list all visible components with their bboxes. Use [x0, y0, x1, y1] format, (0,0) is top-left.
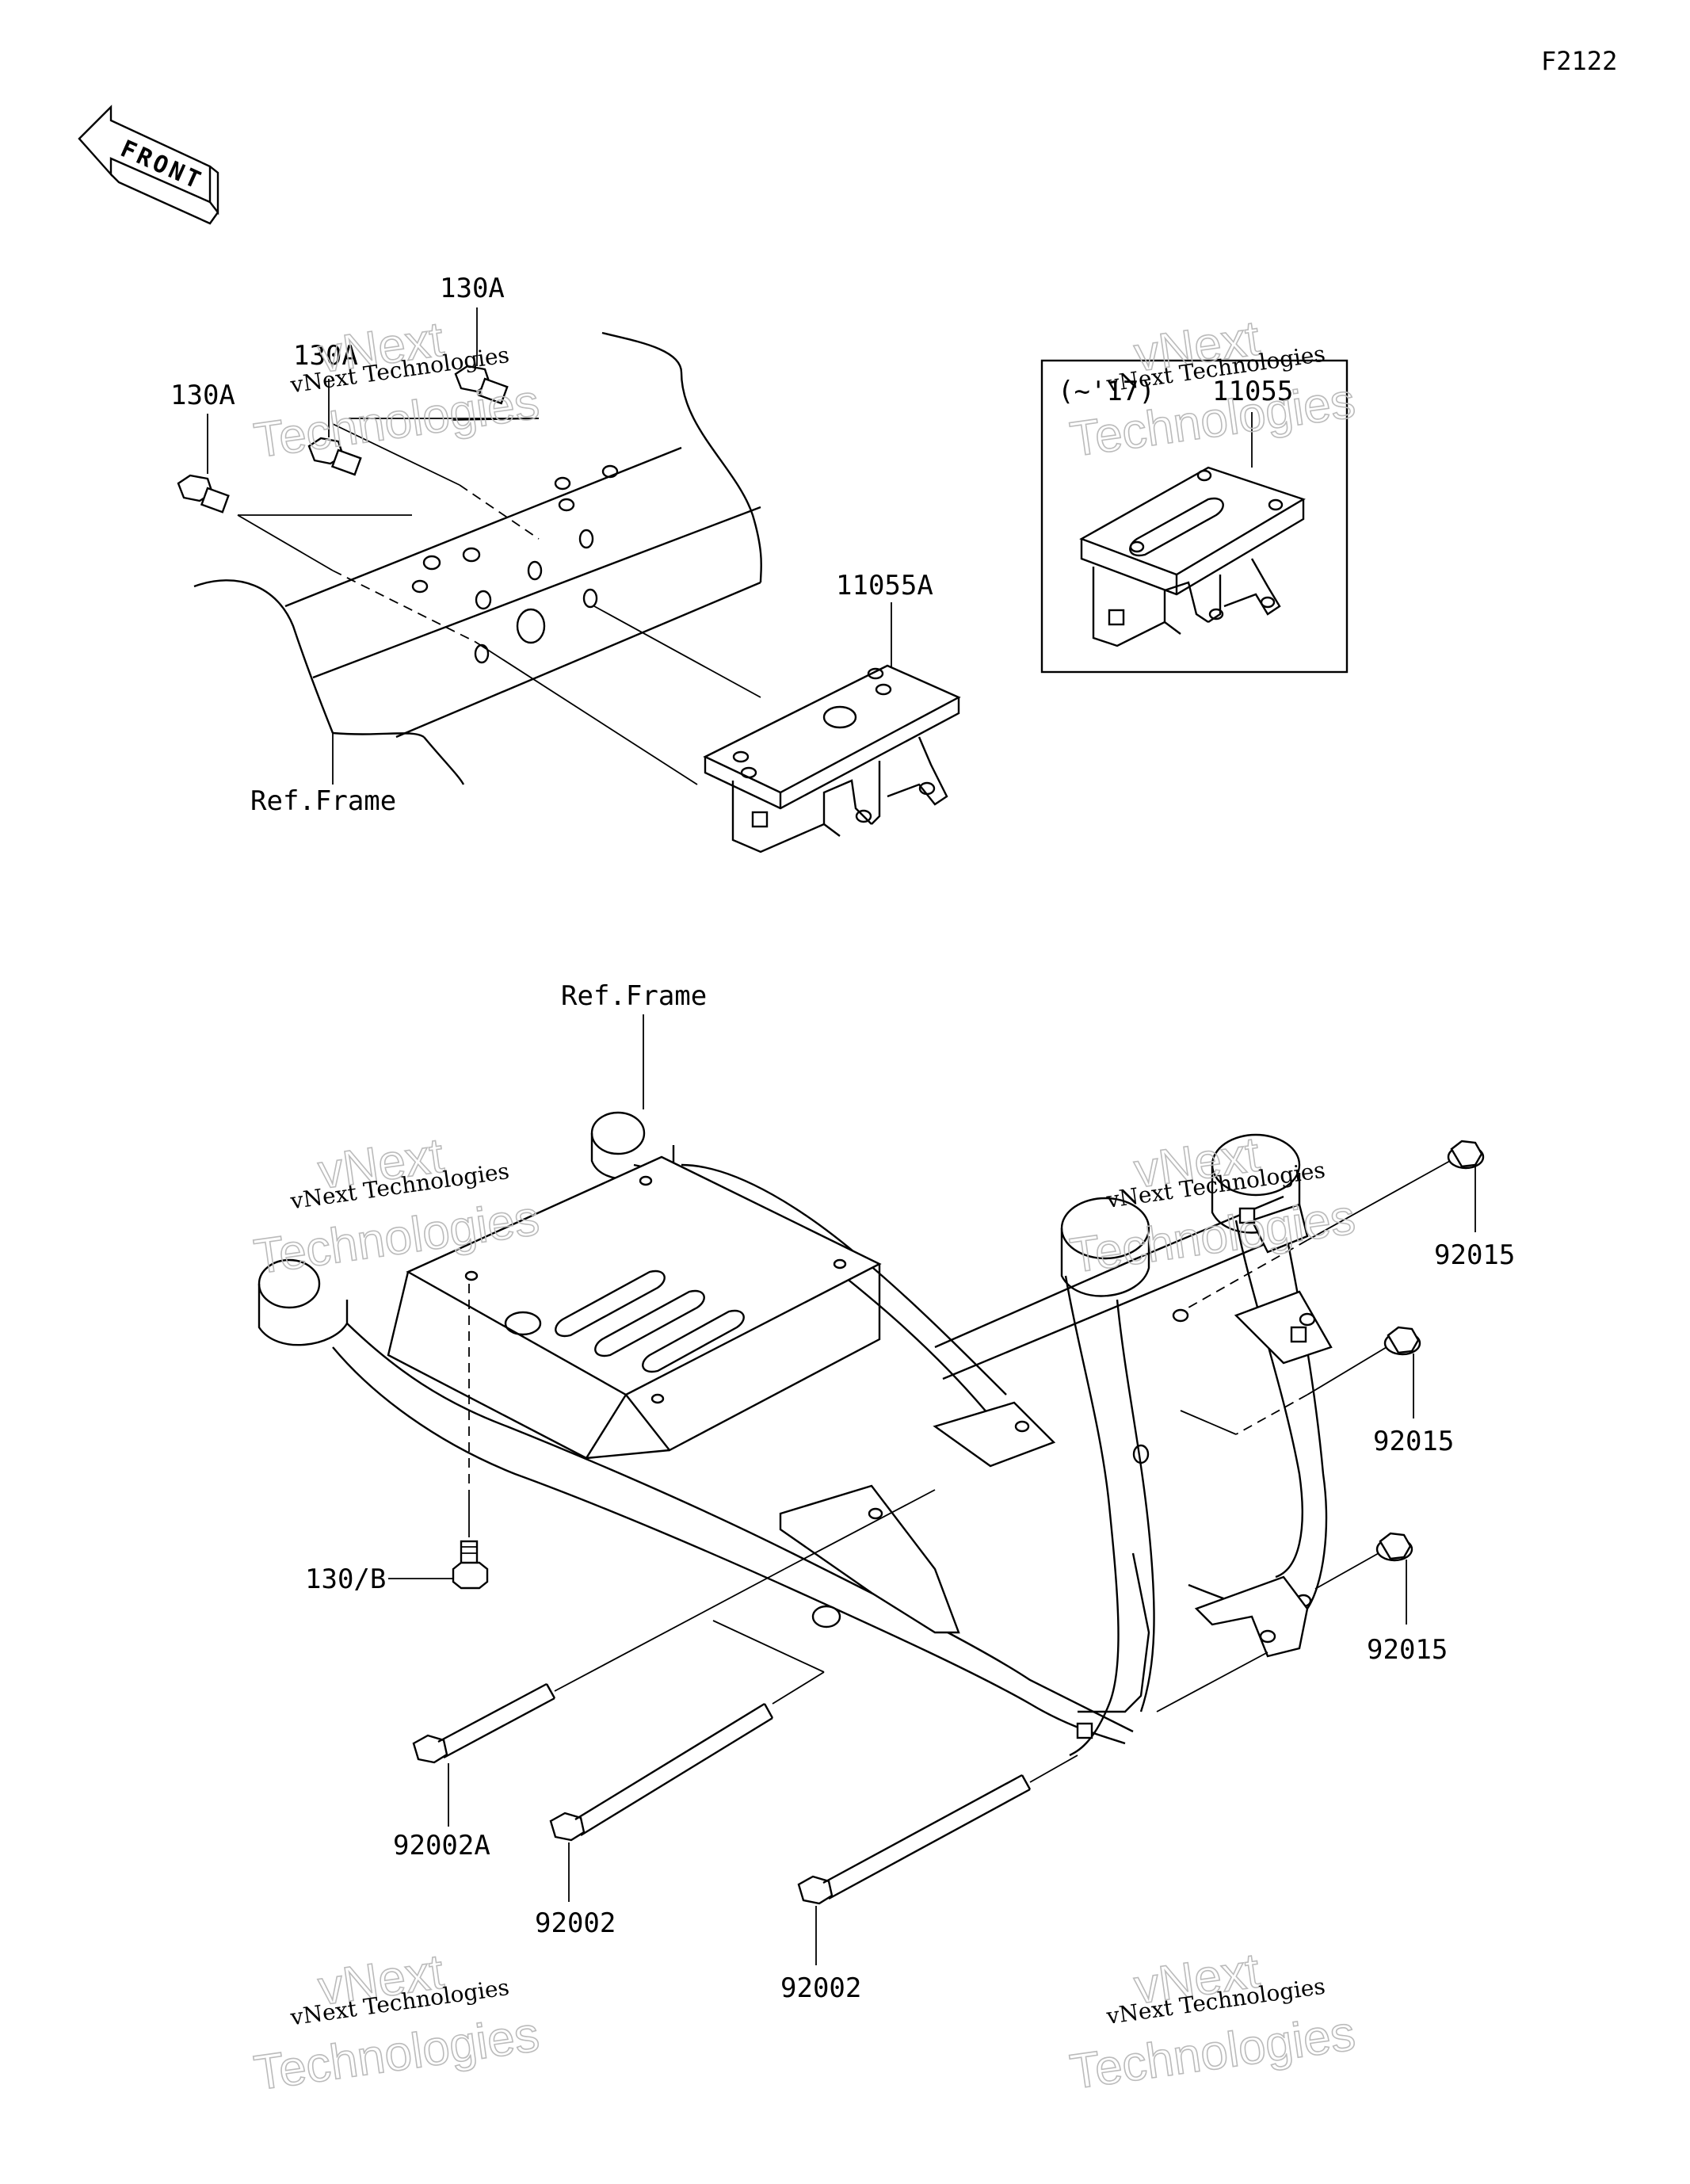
bolt-130a-left-icon [177, 474, 230, 514]
callout-130a-mid: 130A [293, 340, 358, 372]
bolt-130a-top-icon [454, 365, 509, 405]
nut-92015-bottom-icon [1375, 1532, 1413, 1562]
watermark-bottom-left: vNext vNext Technologies Technologies [250, 1944, 544, 2102]
upper-frame-ref [193, 331, 762, 785]
watermark-bottom-right: vNext vNext Technologies Technologies [1066, 1942, 1360, 2100]
watermark-top-left: vNext vNext Technologies Technologies [250, 311, 544, 469]
callout-92002a: 92002A [393, 1830, 490, 1861]
callout-92015-mid: 92015 [1373, 1426, 1454, 1457]
callout-92002-mid: 92002 [535, 1907, 616, 1939]
engine-cradle-frame [258, 1111, 1333, 1757]
engine-bracket-11055a [703, 664, 961, 853]
front-arrow-icon: FRONT [78, 105, 219, 225]
bolt-92002a-icon [412, 1682, 556, 1764]
inset-part-label: 11055 [1212, 376, 1293, 407]
callout-ref-frame-upper: Ref.Frame [250, 785, 396, 817]
callout-ref-frame-lower: Ref.Frame [561, 980, 707, 1012]
callout-92002-right: 92002 [780, 1972, 861, 2004]
diagram-code: F2122 [1541, 46, 1617, 76]
inset-box: (~'17) 11055 [1040, 359, 1349, 674]
callout-130b: 130/B [305, 1564, 386, 1595]
nut-92015-top-icon [1447, 1140, 1485, 1170]
bolt-92002-mid-icon [549, 1702, 774, 1842]
callout-130a-top: 130A [440, 273, 505, 304]
callout-92015-top: 92015 [1434, 1239, 1515, 1271]
callout-92015-bottom: 92015 [1367, 1634, 1448, 1666]
callout-130a-left: 130A [170, 380, 235, 411]
watermark-top-right: vNext vNext Technologies Technologies [1066, 310, 1360, 468]
engine-bracket-inset [1079, 466, 1306, 647]
bolt-130a-mid-icon [307, 437, 362, 476]
bolt-92002-right-icon [797, 1774, 1032, 1905]
bolt-130b-icon [452, 1540, 489, 1590]
inset-note: (~'17) [1058, 376, 1155, 407]
nut-92015-mid-icon [1383, 1326, 1421, 1356]
callout-11055a: 11055A [836, 570, 933, 601]
